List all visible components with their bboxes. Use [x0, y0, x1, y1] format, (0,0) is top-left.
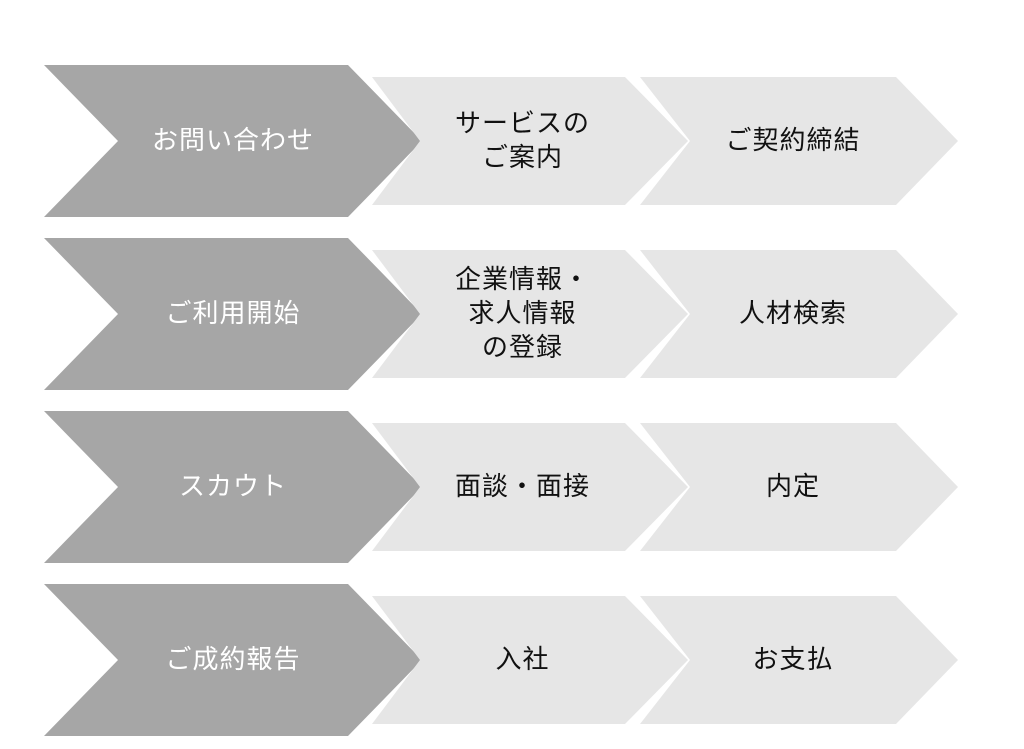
step-label: 企業情報・ 求人情報 の登録 [454, 265, 590, 363]
flow-step-4-3: お支払 [640, 596, 958, 724]
step-label: お支払 [752, 645, 834, 675]
chevron-arrow-shape [640, 250, 958, 378]
flow-step-1-1: お問い合わせ [44, 65, 422, 217]
chevron-arrow-shape [44, 584, 422, 736]
chevron-arrow-shape [640, 423, 958, 551]
chevron-fill [640, 250, 958, 378]
flow-step-3-1: スカウト [44, 411, 422, 563]
flow-step-4-1: ご成約報告 [44, 584, 422, 736]
step-label: ご成約報告 [165, 645, 301, 675]
chevron-fill [44, 584, 422, 736]
flow-step-1-3: ご契約締結 [640, 77, 958, 205]
step-label: 入社 [495, 645, 550, 675]
chevron-arrow-shape [44, 411, 422, 563]
step-label: お問い合わせ [151, 126, 314, 156]
chevron-arrow-shape [640, 77, 958, 205]
chevron-fill [44, 65, 422, 217]
flow-step-1-2: サービスの ご案内 [372, 77, 688, 205]
chevron-arrow-shape [372, 77, 688, 205]
chevron-fill [44, 238, 422, 390]
chevron-arrow-shape [44, 65, 422, 217]
chevron-fill [372, 423, 688, 551]
chevron-fill [372, 596, 688, 724]
chevron-arrow-shape [640, 596, 958, 724]
step-label: スカウト [178, 472, 287, 502]
flow-step-3-2: 面談・面接 [372, 423, 688, 551]
flow-step-2-3: 人材検索 [640, 250, 958, 378]
chevron-fill [640, 423, 958, 551]
chevron-arrow-shape [372, 423, 688, 551]
step-label: 面談・面接 [454, 472, 590, 502]
chevron-arrow-shape [372, 596, 688, 724]
chevron-fill [44, 411, 422, 563]
step-label: 人材検索 [738, 299, 847, 329]
chevron-arrow-shape [372, 250, 688, 378]
chevron-arrow-shape [44, 238, 422, 390]
flow-step-4-2: 入社 [372, 596, 688, 724]
flow-step-3-3: 内定 [640, 423, 958, 551]
flow-step-2-1: ご利用開始 [44, 238, 422, 390]
step-label: 内定 [765, 472, 820, 502]
step-label: ご契約締結 [725, 126, 861, 156]
chevron-fill [640, 77, 958, 205]
chevron-fill [372, 77, 688, 205]
flow-step-2-2: 企業情報・ 求人情報 の登録 [372, 250, 688, 378]
chevron-fill [640, 596, 958, 724]
step-label: ご利用開始 [165, 299, 301, 329]
chevron-fill [372, 250, 688, 378]
step-label: サービスの ご案内 [454, 109, 590, 173]
